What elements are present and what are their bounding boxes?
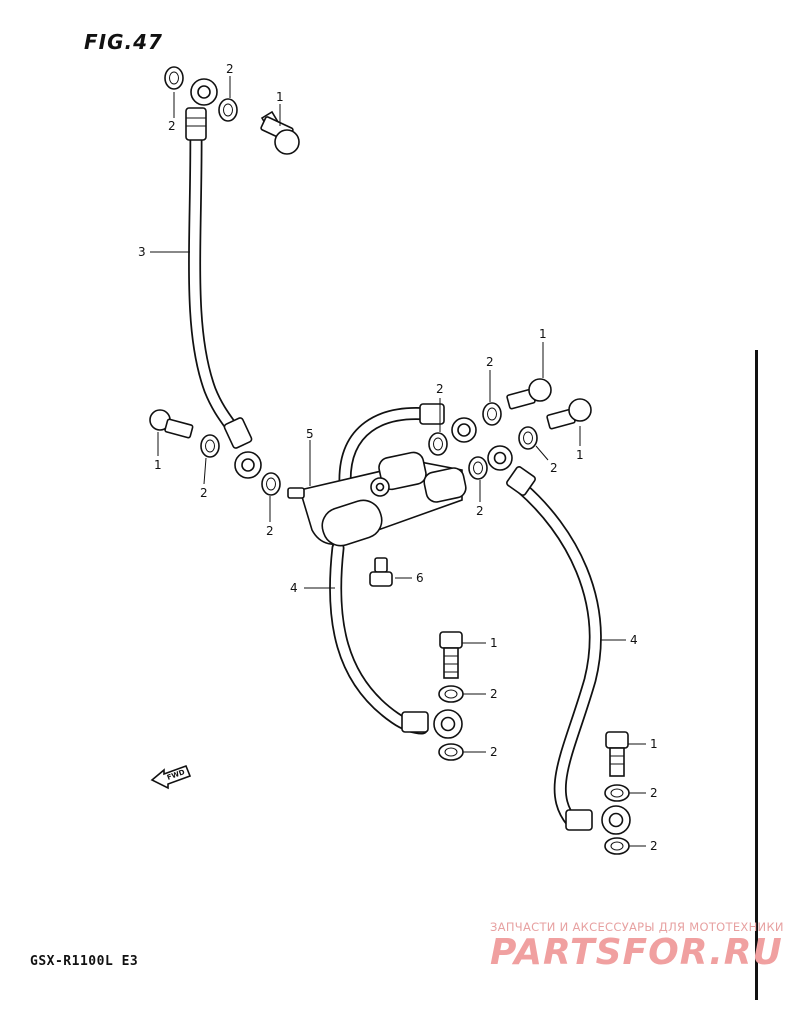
callout-washer: 2: [490, 687, 498, 701]
watermark-logo: PARTSFOR.RU: [490, 932, 783, 973]
callout-bolt: 1: [276, 90, 284, 104]
banjo-fitting: [565, 805, 631, 835]
callout-washer: 2: [168, 119, 176, 133]
model-code: GSX-R1100L E3: [30, 954, 139, 969]
brake-hose-joint: [287, 451, 467, 547]
callout-washer: 2: [436, 382, 444, 396]
callout-washer: 2: [650, 786, 658, 800]
callout-labels: 2 2 1 3 1 2 2 5 4 6 2 2 1 2 2 1 1 2 2 4 …: [138, 62, 658, 853]
banjo-fitting: [487, 445, 536, 496]
brake-hose-arch: [338, 403, 477, 487]
callout-hose-lower: 4: [630, 633, 638, 647]
leader-lines: [150, 76, 646, 847]
callout-washer: 2: [650, 839, 658, 853]
callout-washer: 2: [486, 355, 494, 369]
union-bolt: [439, 631, 463, 679]
callout-washer: 2: [226, 62, 234, 76]
callout-bolt: 1: [650, 737, 658, 751]
brake-hose-lower-right: [487, 445, 631, 835]
callout-bolt: 1: [576, 448, 584, 462]
banjo-fitting: [401, 709, 463, 739]
callout-washer: 2: [200, 486, 208, 500]
banjo-fitting: [419, 403, 477, 443]
union-bolt: [149, 409, 194, 439]
brake-hose-lower-left: [329, 541, 463, 739]
fwd-arrow-icon: FWD: [150, 764, 192, 790]
bleeder-screw: [369, 557, 393, 587]
banjo-fitting: [223, 417, 262, 479]
callout-washer: 2: [490, 745, 498, 759]
callout-washer: 2: [266, 524, 274, 538]
union-bolt: [546, 398, 592, 430]
brake-hose-upper: [185, 78, 262, 479]
frame-border: [755, 350, 758, 1000]
banjo-fitting: [185, 78, 218, 141]
union-bolt: [605, 731, 629, 777]
callout-bolt: 1: [539, 327, 547, 341]
callout-hose-lower: 4: [290, 581, 298, 595]
washers: [164, 66, 630, 855]
callout-bolt: 1: [154, 458, 162, 472]
callout-bolt: 1: [490, 636, 498, 650]
callout-washer: 2: [476, 504, 484, 518]
callout-bleeder: 6: [416, 571, 424, 585]
callout-hose-upper: 3: [138, 245, 146, 259]
figure-title: FIG.47: [84, 30, 163, 54]
callout-washer: 2: [550, 461, 558, 475]
watermark-tagline: ЗАПЧАСТИ И АКСЕССУАРЫ ДЛЯ МОТОТЕХНИКИ: [490, 920, 784, 934]
union-bolt: [506, 378, 552, 410]
callout-joint: 5: [306, 427, 314, 441]
